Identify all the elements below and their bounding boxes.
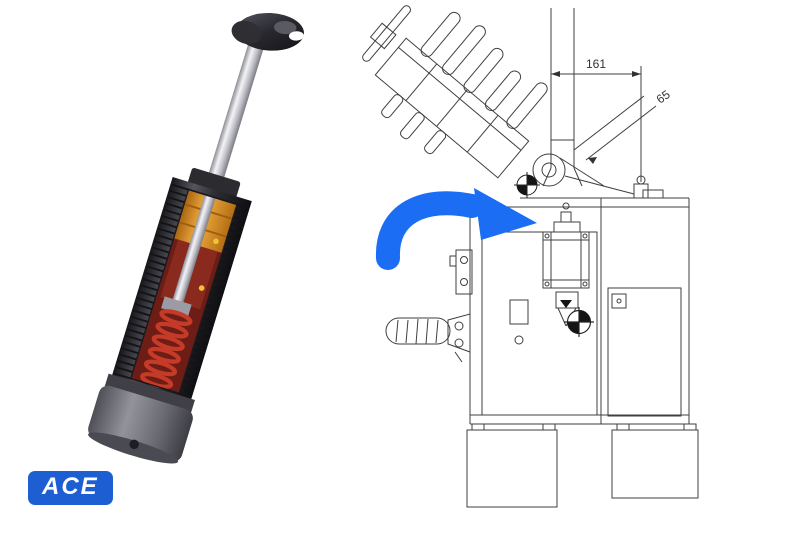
technical-drawing: 161 65 — [362, 5, 699, 508]
ace-logo: ACE — [28, 471, 113, 506]
lock-nut — [188, 167, 241, 198]
dimension-65: 65 — [573, 87, 673, 164]
feeder-assembly — [362, 5, 548, 179]
right-cabinet — [607, 287, 682, 417]
absorber-mount-assembly — [542, 202, 590, 327]
arrow-shaft — [375, 191, 484, 270]
center-of-mass-marker — [563, 306, 595, 338]
machine-frame — [469, 189, 690, 425]
inner-rod — [172, 194, 216, 304]
machine-foot-right — [611, 423, 699, 499]
support-column — [542, 8, 583, 187]
machine-foot-left — [466, 423, 558, 508]
piston — [161, 296, 192, 317]
center-of-mass-marker — [513, 171, 541, 199]
cutaway-window — [129, 188, 238, 395]
piston-rod — [201, 24, 270, 203]
dimension-161: 161 — [551, 57, 642, 182]
body-flange — [104, 373, 195, 413]
bottom-cap — [88, 385, 193, 464]
ace-logo-text: ACE — [42, 473, 99, 500]
arrow-head-icon — [474, 188, 537, 240]
dimension-161-label: 161 — [586, 57, 606, 71]
coil-spring — [140, 309, 193, 389]
shock-absorber-illustration — [88, 12, 304, 464]
clevis-head — [231, 12, 304, 51]
clamp-handle — [385, 313, 471, 363]
side-bracket — [449, 249, 473, 295]
dimension-65-label: 65 — [654, 87, 673, 106]
blue-arrow — [375, 188, 537, 270]
